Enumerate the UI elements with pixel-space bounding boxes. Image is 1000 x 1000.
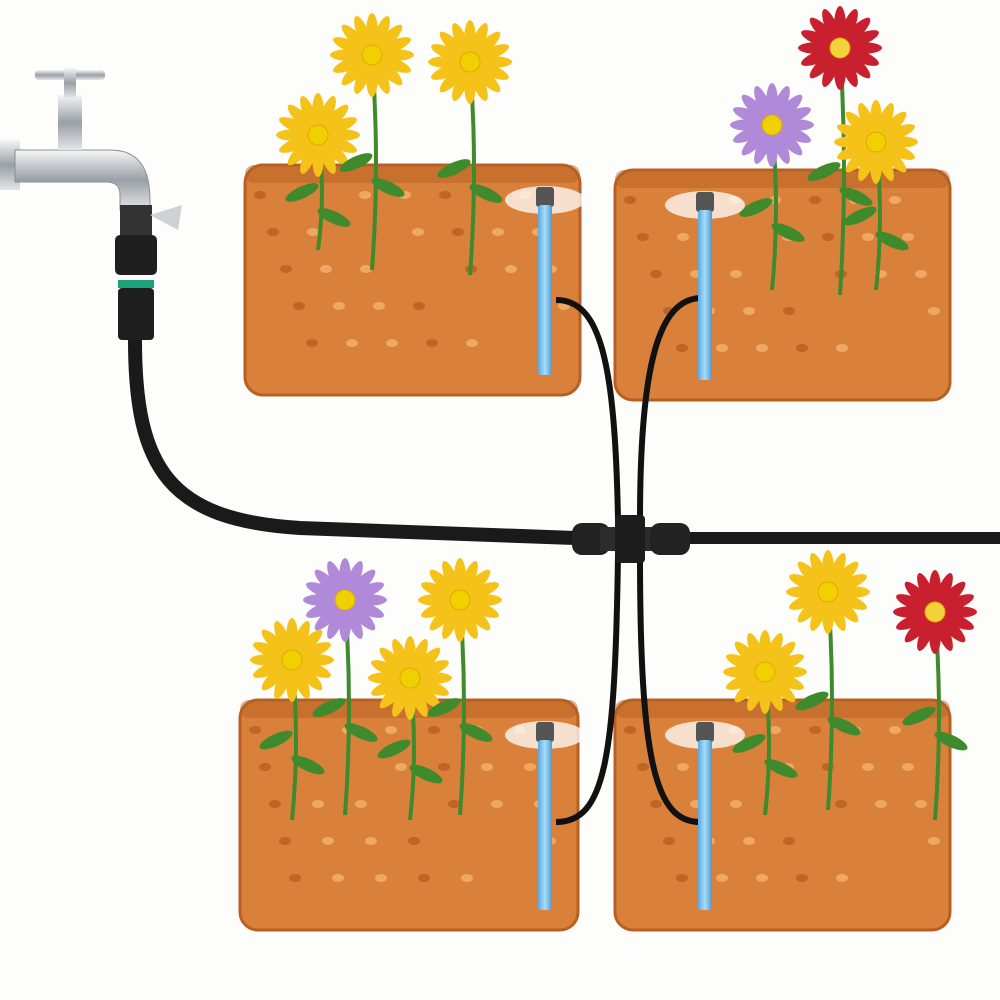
red-flower [798,6,882,296]
yellow-flower [330,13,414,271]
sprinkler-icon [505,721,585,910]
sprinkler-icon [665,721,745,910]
red-flower [893,570,977,821]
hose-connector-icon [115,205,182,340]
branch-tube-top-left [555,297,621,521]
bed-top-left-flowers [276,13,512,276]
yellow-flower [834,100,918,291]
yellow-flower [786,550,870,811]
main-hose [128,339,576,545]
purple-flower [730,83,814,291]
yellow-flower [723,630,807,816]
bed-bottom-right-flowers [723,550,977,821]
sprinkler-icon [665,191,745,380]
hose-network [128,295,1000,825]
yellow-flower [428,20,512,276]
branch-tube-bottom-right [637,554,701,825]
purple-flower [303,558,387,816]
yellow-flower [418,558,502,816]
bed-top-right-flowers [730,6,918,296]
branch-tube-bottom-left [555,554,621,825]
branch-tube-top-right [637,295,701,521]
yellow-flower [250,618,334,821]
bed-bottom-left-flowers [250,558,502,821]
faucet-icon [0,68,151,211]
sprinkler-icon [505,186,585,375]
yellow-flower [276,93,360,251]
yellow-flower [368,636,452,821]
tee-connector-icon [572,515,690,563]
